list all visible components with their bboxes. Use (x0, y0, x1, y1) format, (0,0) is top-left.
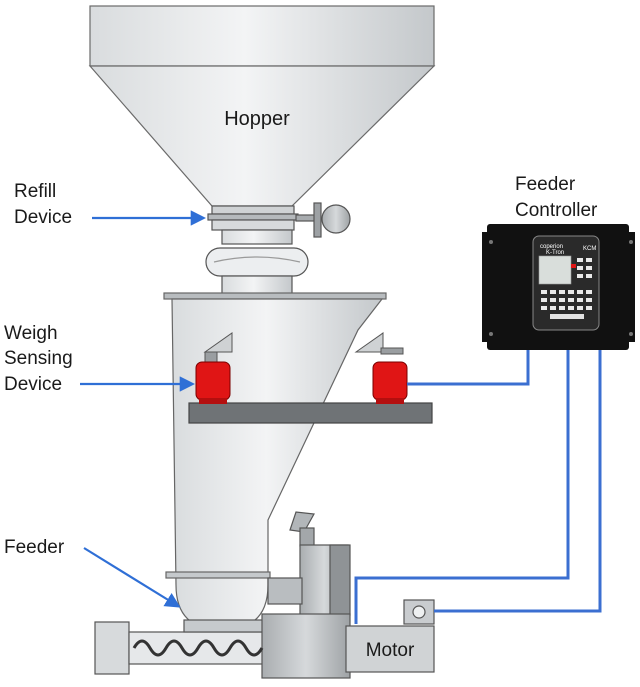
refill-label-line2: Device (14, 207, 72, 228)
feeder-label: Feeder (4, 537, 65, 558)
controller-tag-text: KCM (583, 246, 596, 252)
hopper (88, 5, 436, 207)
controller-label-line2: Controller (515, 200, 598, 221)
controller-brand-text: coperion (540, 244, 563, 250)
weigh-label-line2: Sensing (4, 348, 73, 369)
feeder-arrow (83, 547, 181, 608)
hopper-label: Hopper (224, 108, 290, 130)
flexible-connector (205, 229, 309, 295)
motor-label: Motor (366, 640, 415, 661)
encoder (403, 599, 435, 625)
scale-platform (188, 402, 433, 424)
refill-device (207, 202, 351, 238)
load-cell-left (195, 332, 233, 404)
auger-screw (132, 639, 264, 657)
load-cell-right (354, 332, 408, 404)
drive-assembly (94, 511, 435, 679)
controller-label-line1: Feeder (515, 174, 576, 195)
weigh-label-line3: Device (4, 374, 62, 395)
pointer-arrows (80, 210, 207, 608)
controller-model-text: K-Tron (546, 250, 564, 256)
refill-label-line1: Refill (14, 181, 56, 202)
control-wiring (354, 350, 602, 624)
weigh-label-line1: Weigh (4, 323, 58, 344)
feeder-controller: coperion K-Tron KCM (482, 224, 635, 350)
